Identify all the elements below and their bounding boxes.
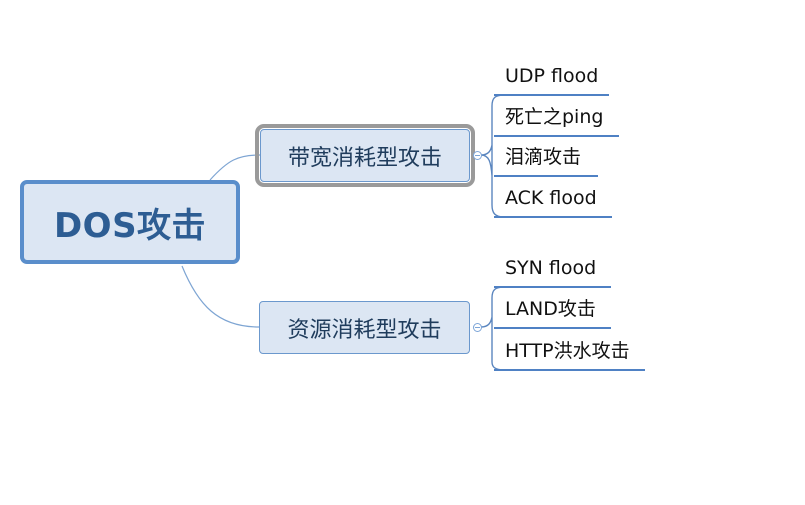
collapse-bandwidth-icon[interactable] bbox=[473, 151, 482, 160]
leaf-udp-flood[interactable]: UDP flood bbox=[505, 65, 599, 87]
root-topic-label: DOS攻击 bbox=[53, 205, 207, 246]
collapse-resource-icon[interactable] bbox=[473, 323, 482, 332]
leaf-ack-flood[interactable]: ACK flood bbox=[505, 187, 597, 209]
bandwidth-leaf-connectors bbox=[480, 94, 505, 218]
root-to-resource-connector bbox=[181, 265, 260, 328]
branch-topic-bandwidth-label: 带宽消耗型攻击 bbox=[287, 145, 442, 171]
leaf-http-flood[interactable]: HTTP洪水攻击 bbox=[505, 340, 630, 362]
branch-topic-bandwidth[interactable]: 带宽消耗型攻击 bbox=[255, 124, 475, 187]
branch-topic-resource[interactable]: 资源消耗型攻击 bbox=[259, 301, 470, 354]
root-to-bandwidth-connector bbox=[209, 154, 261, 181]
root-topic[interactable]: DOS攻击 bbox=[20, 180, 240, 264]
leaf-syn-flood[interactable]: SYN flood bbox=[505, 257, 597, 279]
branch-topic-resource-label: 资源消耗型攻击 bbox=[287, 317, 442, 343]
leaf-teardrop[interactable]: 泪滴攻击 bbox=[505, 146, 582, 168]
leaf-ping-of-death[interactable]: 死亡之ping bbox=[505, 106, 604, 128]
leaf-land-attack[interactable]: LAND攻击 bbox=[505, 298, 596, 320]
